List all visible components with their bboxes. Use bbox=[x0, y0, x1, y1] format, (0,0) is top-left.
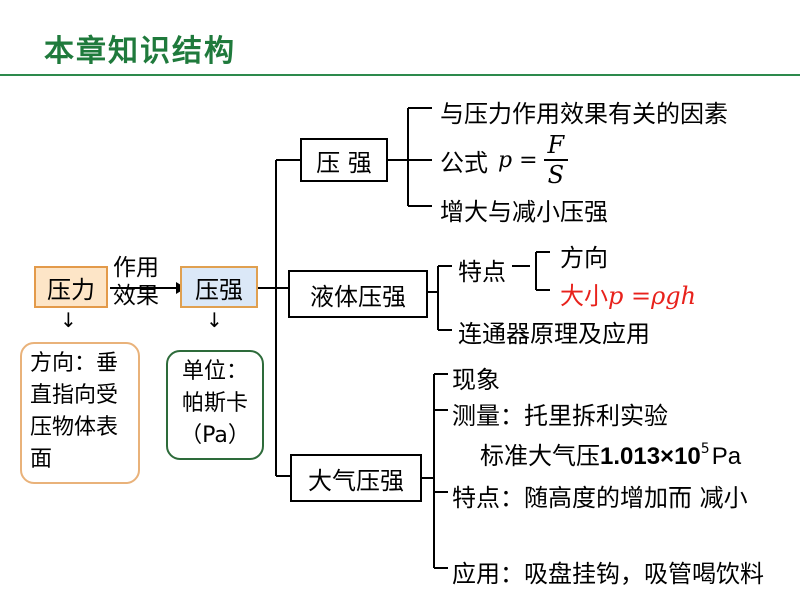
connector-principle-text: 连通器原理及应用 bbox=[458, 320, 650, 348]
standard-pressure-row: 标准大气压1.013×105Pa bbox=[480, 436, 741, 471]
standard-pressure-prefix: 标准大气压 bbox=[480, 442, 600, 470]
title-divider bbox=[0, 74, 800, 76]
liquid-direction-text: 方向 bbox=[560, 244, 608, 272]
factors-text: 与压力作用效果有关的因素 bbox=[440, 100, 728, 128]
node-atmos-pressure-label: 大气压强 bbox=[308, 466, 404, 495]
standard-pressure-unit: Pa bbox=[711, 443, 742, 470]
node-pressure-main-label: 压强 bbox=[195, 275, 243, 304]
atmos-feature-text: 特点：随高度的增加而 减小 bbox=[452, 484, 748, 512]
node-liquid-pressure: 液体压强 bbox=[288, 270, 428, 318]
standard-pressure-exponent: 5 bbox=[700, 441, 710, 457]
liquid-magnitude: 大小p =ρgh bbox=[560, 276, 696, 311]
node-pressure-main: 压强 bbox=[180, 266, 258, 308]
node-pressure-force: 压力 bbox=[34, 266, 108, 308]
liquid-magnitude-prefix: 大小 bbox=[560, 282, 608, 310]
node-pressure-force-label: 压力 bbox=[47, 275, 95, 304]
pressure-direction-note: 方向：垂直指向受压物体表面 bbox=[20, 342, 140, 484]
liquid-magnitude-formula: p =ρgh bbox=[608, 282, 697, 310]
node-pressure-branch: 压 强 bbox=[300, 138, 388, 182]
node-liquid-pressure-label: 液体压强 bbox=[310, 282, 406, 311]
node-atmos-pressure: 大气压强 bbox=[290, 454, 422, 502]
page-title: 本章知识结构 bbox=[44, 34, 236, 69]
liquid-feature-label: 特点 bbox=[458, 258, 506, 286]
formula-lhs: p = bbox=[498, 147, 538, 173]
formula-denominator: S bbox=[547, 161, 565, 189]
formula-row: 公式 p = F S bbox=[440, 126, 569, 194]
formula-label: 公式 bbox=[440, 148, 488, 177]
atmos-application-text: 应用：吸盘挂钩，吸管喝饮料 bbox=[452, 560, 764, 588]
atmos-measurement-text: 测量：托里拆利实验 bbox=[452, 402, 668, 430]
pressure-unit-note: 单位：帕斯卡（Pa） bbox=[166, 350, 264, 460]
standard-pressure-value: 1.013×10 bbox=[600, 443, 701, 470]
formula-fraction: F S bbox=[543, 131, 569, 189]
action-effect-label: 作用 效果 bbox=[113, 255, 159, 309]
formula-numerator: F bbox=[543, 131, 569, 161]
node-pressure-branch-label: 压 强 bbox=[316, 148, 372, 177]
down-arrow-icon: ↓ bbox=[206, 308, 223, 332]
change-pressure-text: 增大与减小压强 bbox=[440, 198, 608, 226]
atmos-phenomenon-text: 现象 bbox=[452, 366, 500, 394]
down-arrow-icon: ↓ bbox=[60, 308, 77, 332]
